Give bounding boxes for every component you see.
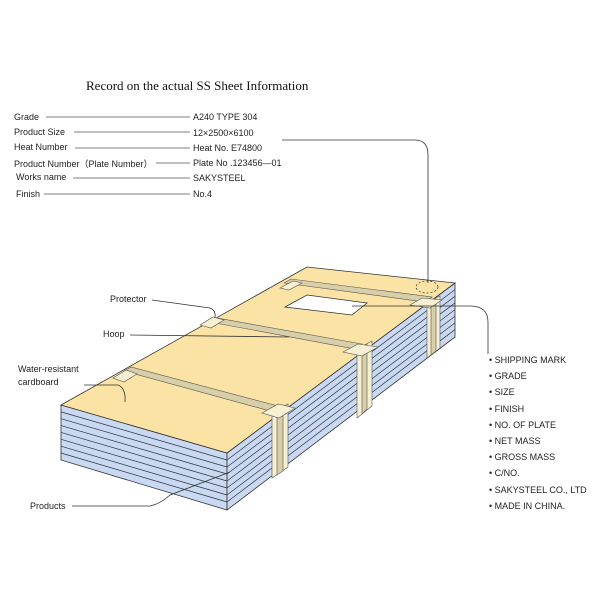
callout-cardboard-line1: Water-resistant (18, 364, 79, 374)
hoops (123, 278, 441, 479)
callout-lines (72, 139, 489, 507)
protectors (112, 280, 443, 419)
value-heat-number: Heat No. E74800 (193, 143, 263, 153)
shipping-mark-item: • SIZE (489, 387, 515, 398)
shipping-mark-label (283, 294, 368, 316)
callout-hoop: Hoop (103, 329, 125, 339)
value-grade: A240 TYPE 304 (193, 112, 258, 122)
shipping-mark-item: • NO. OF PLATE (489, 419, 556, 430)
record-leader-lines (44, 116, 190, 195)
label-grade: Grade (14, 112, 40, 122)
shipping-mark-item: • GRADE (489, 371, 527, 382)
diagram-title: Record on the actual SS Sheet Informatio… (86, 78, 309, 93)
callout-products: Products (30, 501, 66, 511)
shipping-mark-item: • C/NO. (489, 468, 520, 479)
label-finish: Finish (16, 189, 41, 199)
label-product-number: Product Number（Plate Number） (14, 159, 153, 169)
value-works-name: SAKYSTEEL (193, 173, 246, 183)
value-product-size: 12×2500×6100 (193, 128, 254, 138)
shipping-mark-item: • GROSS MASS (489, 452, 556, 463)
value-product-number: Plate No .123456—01 (193, 158, 282, 168)
cardboard-top-face (59, 266, 457, 454)
label-product-size: Product Size (14, 127, 66, 137)
shipping-mark-item: • MADE IN CHINA. (489, 500, 566, 511)
shipping-mark-item: • NET MASS (489, 436, 541, 446)
label-heat-number: Heat Number (14, 142, 68, 152)
value-finish: No.4 (193, 189, 213, 199)
shipping-mark-item: • SAKYSTEEL CO., LTD (489, 484, 587, 495)
callout-protector: Protector (110, 294, 147, 304)
heat-number-stamp (415, 280, 439, 294)
label-works-name: Works name (16, 172, 67, 182)
callout-cardboard-line2: cardboard (18, 377, 59, 387)
shipping-mark-item: • SHIPPING MARK (489, 355, 567, 365)
shipping-mark-item: • FINISH (489, 403, 525, 414)
